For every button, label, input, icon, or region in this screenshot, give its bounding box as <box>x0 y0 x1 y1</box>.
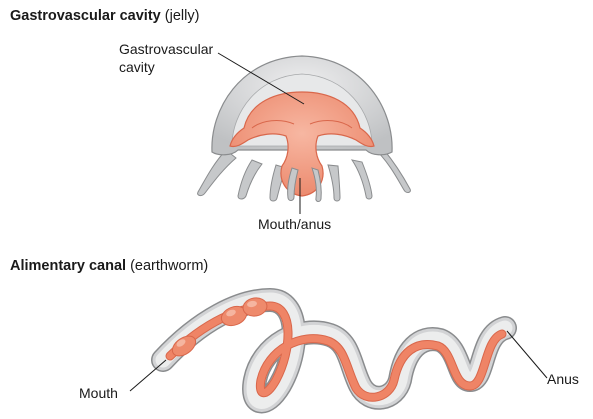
jelly-illustration <box>198 53 411 214</box>
cavity-label-line2: cavity <box>119 58 155 76</box>
mouth-leader-line <box>130 360 166 391</box>
mouth-anus-label: Mouth/anus <box>258 215 331 233</box>
anus-label: Anus <box>547 370 579 388</box>
earthworm-illustration <box>130 296 547 401</box>
mouth-label: Mouth <box>79 384 118 402</box>
anus-leader-line <box>507 331 547 378</box>
cavity-label-line1: Gastrovascular <box>119 40 213 58</box>
